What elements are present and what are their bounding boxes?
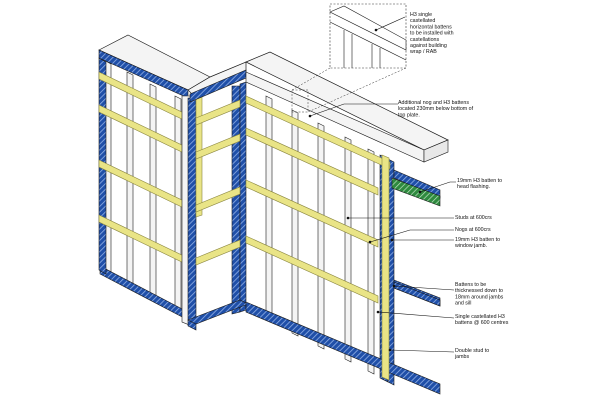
main-wall-batten <box>245 235 379 304</box>
inset-detail <box>291 3 407 113</box>
corner-stud <box>231 85 241 315</box>
main-wall-stud <box>367 148 375 375</box>
leader-thicknessed <box>393 285 455 291</box>
callout-line: wrap / RAB <box>410 49 437 55</box>
leader-castellated <box>377 311 455 319</box>
leader-nog <box>309 103 398 117</box>
window-sill-nog <box>393 281 441 307</box>
callout-line: Studs at 600crs <box>455 215 492 221</box>
main-wall-batten <box>245 179 379 248</box>
leader-dot <box>392 284 396 288</box>
main-wall-bottom-plate <box>245 301 441 395</box>
corner-stud <box>239 81 247 313</box>
main-wall-top-plate-right <box>423 139 449 163</box>
main-wall-batten <box>245 95 391 170</box>
callout-line: horizontal battens <box>410 24 452 30</box>
leader-head-flashing <box>419 181 456 193</box>
callout-line: castellated <box>410 18 435 24</box>
left-wall-batten <box>98 214 189 266</box>
main-wall-stud <box>317 122 325 350</box>
callout-line: window jamb. <box>455 243 487 249</box>
callout-line: 19mm H3 batten to <box>455 237 500 243</box>
callout-line: battens @ 600 centres <box>455 320 509 326</box>
callout-line: jambs <box>454 354 469 360</box>
return-wall-batten <box>195 239 241 266</box>
main-wall-stud <box>291 109 299 337</box>
leader-dot <box>368 240 372 244</box>
window-jamb-batten <box>381 154 390 381</box>
left-wall-batten <box>98 159 189 211</box>
callout-line: top plate. <box>398 112 420 118</box>
callout-line: 19mm H3 batten to <box>457 178 502 184</box>
callout-line: Additional nog and H3 battens <box>398 100 469 106</box>
leader-double-stud <box>389 349 455 353</box>
leader-dot <box>376 310 380 314</box>
callout-line: H3 single <box>410 12 432 18</box>
callout-line: thicknessed down to <box>455 288 503 294</box>
main-wall-batten <box>245 127 379 196</box>
leader-dot <box>418 190 422 194</box>
callout-line: Single castellated H3 <box>455 314 505 320</box>
return-wall <box>187 61 247 266</box>
leader-dot <box>388 348 392 352</box>
leader-dot <box>346 216 350 220</box>
inset-source-box <box>291 89 309 113</box>
main-wall-stud <box>344 136 352 363</box>
corner-stud <box>187 97 197 331</box>
callout-line: castellations <box>410 37 439 43</box>
return-wall-batten <box>195 186 241 213</box>
corner-post <box>181 81 249 331</box>
inset-projection <box>291 67 331 91</box>
callout-line: Nogs at 600crs <box>455 227 491 233</box>
callout-nogs: Nogs at 600crs <box>455 227 491 233</box>
inset-projection <box>307 67 407 113</box>
return-wall-batten <box>195 133 241 160</box>
leader-dot <box>374 28 378 32</box>
leader-inset <box>375 16 406 31</box>
callout-line: to be installed with <box>410 31 454 37</box>
callout-line: Double stud to <box>455 348 489 354</box>
callout-line: and sill <box>455 301 472 307</box>
callout-line: against building <box>410 43 447 49</box>
main-wall <box>245 51 449 395</box>
callout-studs: Studs at 600crs <box>455 215 492 221</box>
callout-line: located 230mm below bottom of <box>398 106 474 112</box>
callout-line: head flashing. <box>457 184 490 190</box>
leader-dot <box>308 114 312 118</box>
head-flashing <box>391 177 441 207</box>
inset-line <box>329 21 407 61</box>
return-wall-batten <box>195 99 241 126</box>
callout-line: 18mm around jambs <box>455 294 504 300</box>
main-wall-stud <box>265 95 273 323</box>
inset-plate <box>329 5 407 51</box>
leader-dot <box>390 238 394 242</box>
leader-nogs <box>369 229 454 243</box>
leaders <box>308 16 456 353</box>
callout-line: Battens to be <box>455 282 486 288</box>
